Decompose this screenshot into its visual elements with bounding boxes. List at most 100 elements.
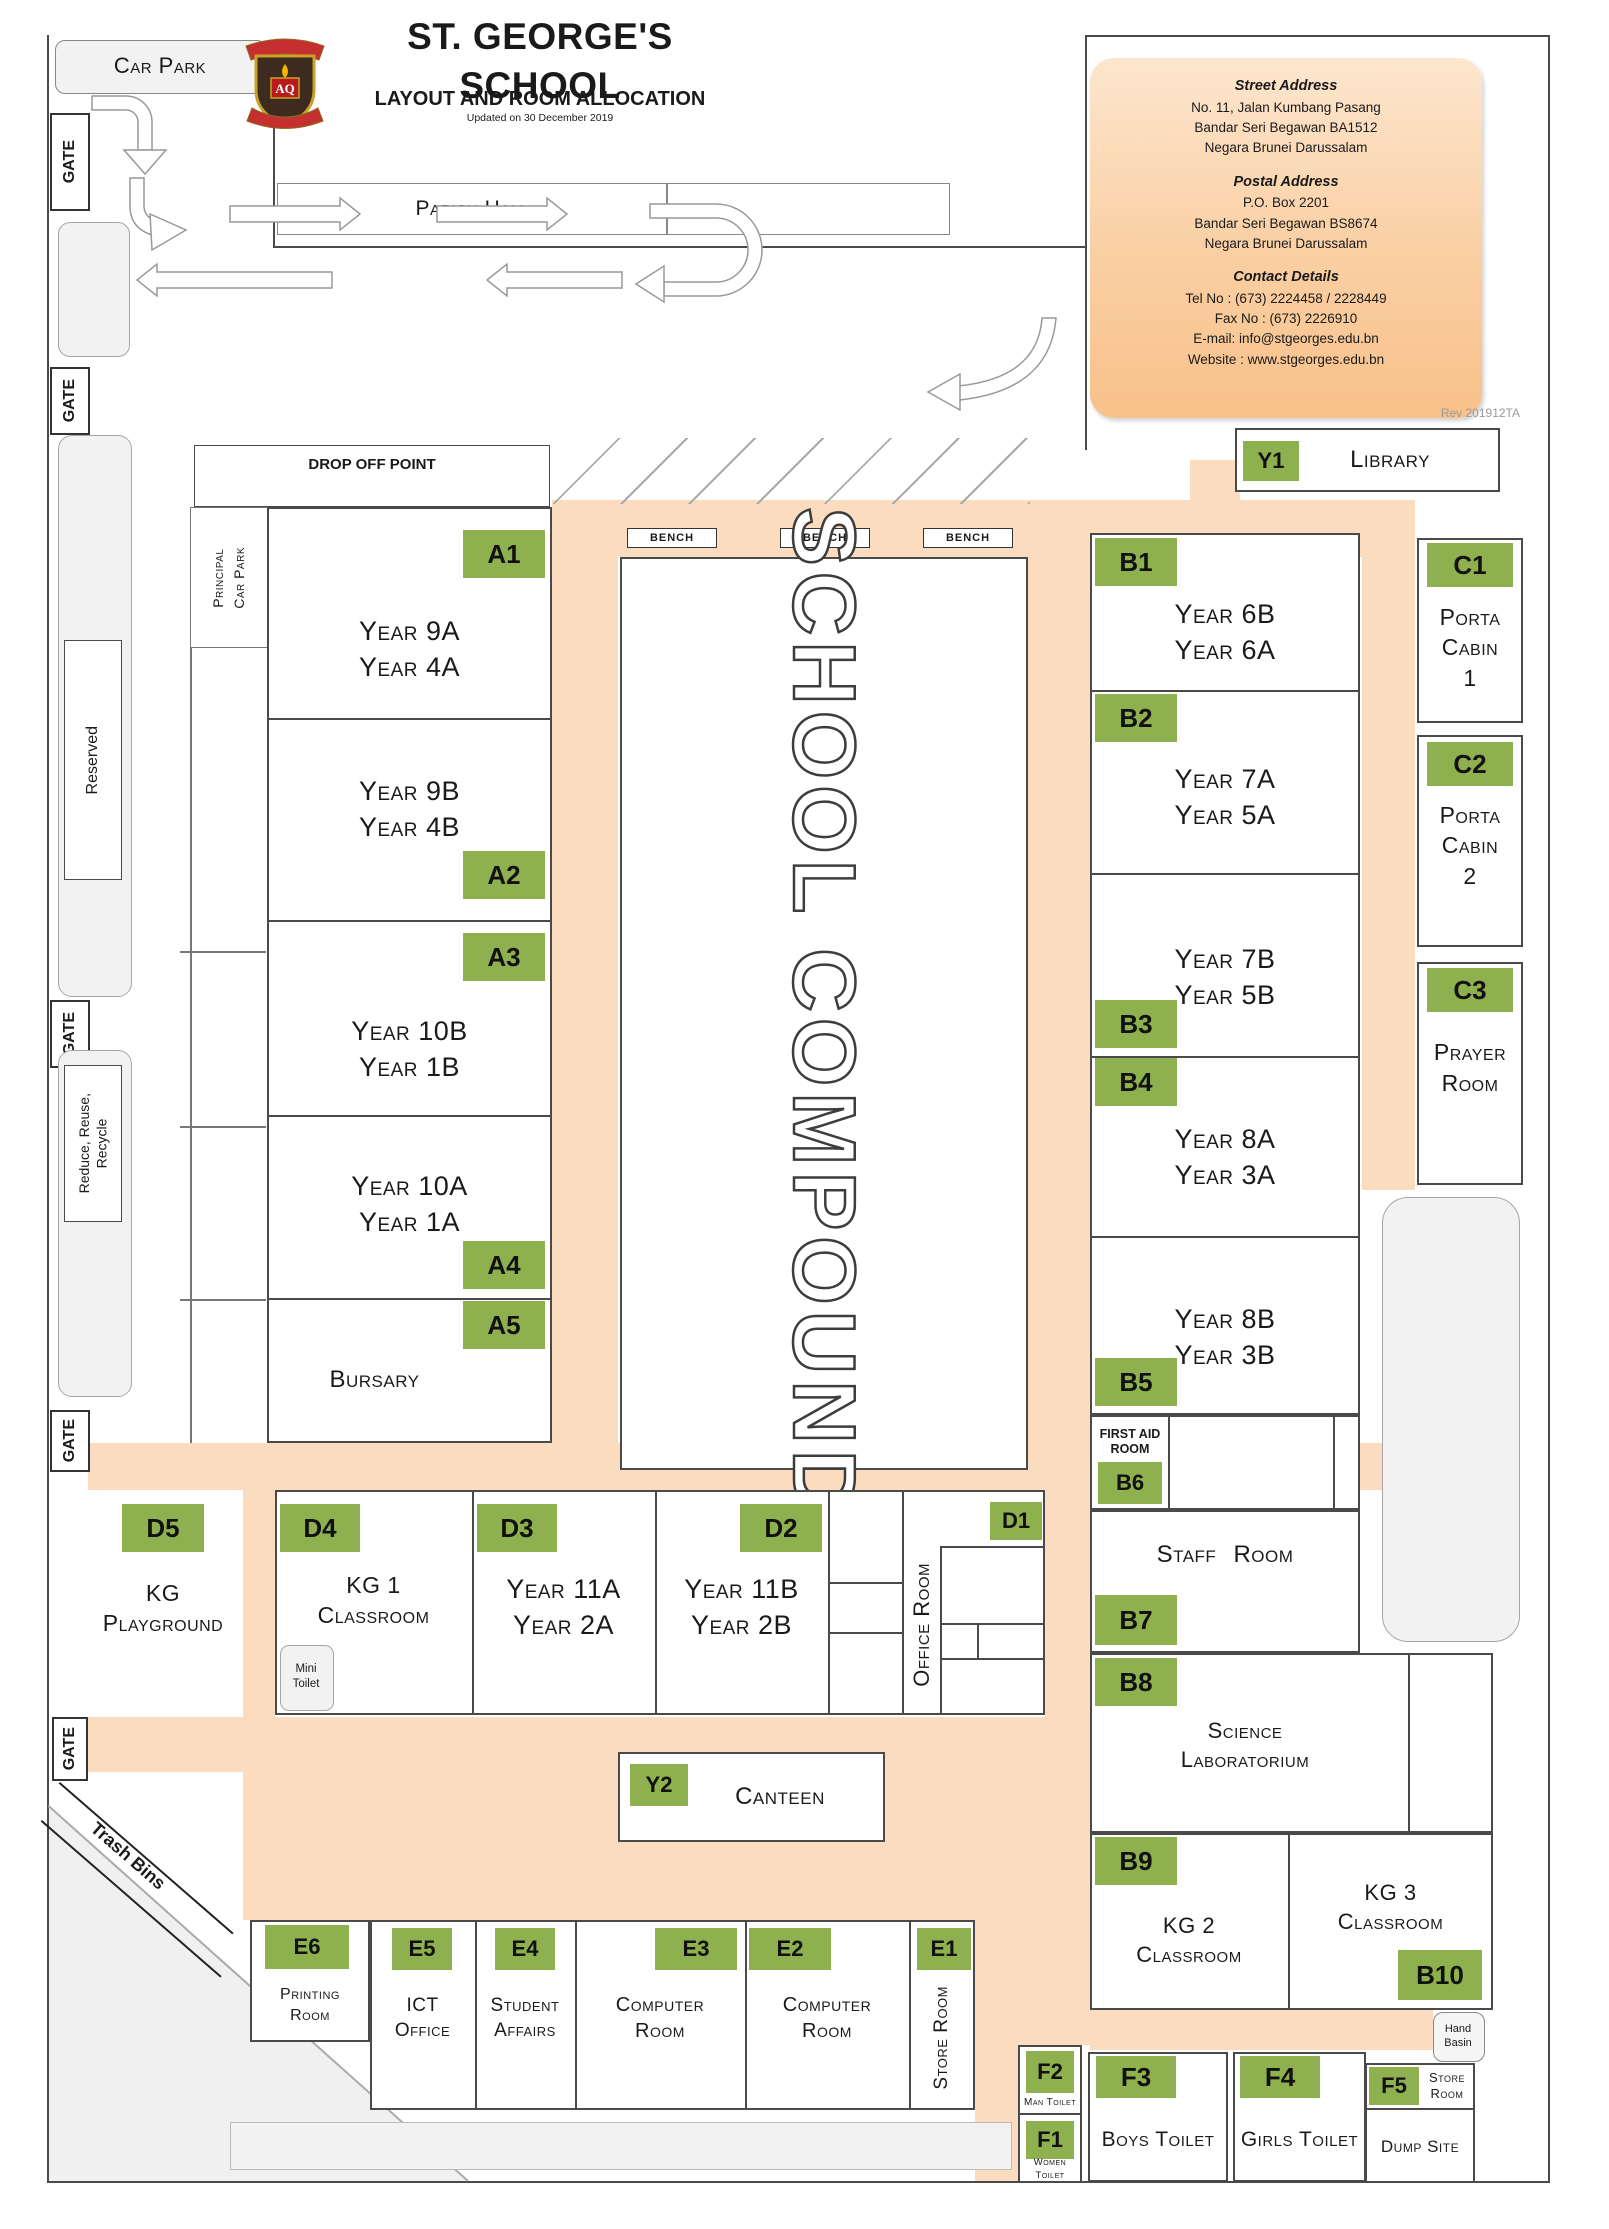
room-f3-code: F3	[1096, 2056, 1176, 2098]
f5-line2: Room	[1430, 2086, 1464, 2101]
divider-d4-d3	[472, 1492, 474, 1713]
mini-toilet	[280, 1645, 334, 1711]
women-toilet-label: Women Toilet	[1033, 2157, 1067, 2181]
science-divider	[1408, 1655, 1410, 1831]
room-b5-line2: Year 3B	[1174, 1339, 1276, 1370]
contact-details-title: Contact Details	[1233, 269, 1339, 285]
recycle-box	[64, 1065, 122, 1222]
room-b2-line1: Year 7A	[1174, 763, 1276, 794]
divider-b4-b5	[1092, 1236, 1358, 1238]
room-b4-code: B4	[1095, 1058, 1177, 1106]
e3-line1: Computer	[615, 1993, 705, 2016]
divider-mid-office	[902, 1492, 904, 1713]
gate-2: GATE	[50, 367, 90, 435]
room-f2-code: F2	[1026, 2051, 1074, 2093]
room-d2-code: D2	[740, 1504, 822, 1552]
room-b3-label: Year 7B Year 5B	[1090, 925, 1360, 1030]
e6-line1: Printing	[280, 1985, 340, 2003]
room-a3-line1: Year 10B	[351, 1016, 468, 1047]
room-b1-line2: Year 6A	[1174, 634, 1276, 665]
first-aid-line2: ROOM	[1110, 1442, 1150, 1456]
street-address-title: Street Address	[1234, 78, 1338, 94]
library-code: Y1	[1243, 441, 1299, 481]
walkway-compound-east	[1028, 557, 1090, 1443]
street-address-line2: Bandar Seri Begawan BA1512	[1194, 120, 1378, 135]
divider-e4-e3	[575, 1922, 577, 2108]
principal-car-park-box	[190, 507, 268, 648]
room-a1-code: A1	[463, 530, 545, 578]
car-park-label: Car Park	[113, 53, 207, 79]
office-inner-h1	[940, 1546, 1045, 1548]
recycle-text: Reduce, Reuse,Recycle	[75, 1093, 110, 1194]
room-b2-line2: Year 5A	[1174, 799, 1276, 830]
room-a2-line1: Year 9B	[358, 776, 461, 807]
room-e5-code: E5	[392, 1928, 452, 1970]
room-f4-code: F4	[1240, 2056, 1320, 2098]
room-b4-line2: Year 3A	[1174, 1159, 1276, 1190]
science-line1: Science	[1207, 1717, 1283, 1743]
walkway-lower-corridor	[83, 1717, 1090, 1772]
parking-tick-3	[180, 1299, 266, 1301]
room-a2-code: A2	[463, 851, 545, 899]
e5-line1: ICT	[406, 1994, 439, 2016]
reserved-label: Reserved	[64, 640, 122, 880]
room-b3-line2: Year 5B	[1174, 979, 1276, 1010]
dump-site-label: Dump Site	[1380, 2136, 1460, 2156]
border-bottom	[47, 2181, 1550, 2183]
e4-line1: Student	[490, 1994, 560, 2016]
d3-line1: Year 11A	[506, 1573, 621, 1604]
bench-2-label: BENCH	[802, 532, 848, 544]
divider-a1-a2	[269, 718, 550, 720]
left-parking-pad	[58, 222, 130, 357]
d3-line2: Year 2A	[512, 1609, 615, 1640]
girls-toilet-label: Girls Toilet	[1240, 2128, 1359, 2152]
room-a3-line2: Year 1B	[358, 1052, 461, 1082]
room-d3-code: D3	[477, 1504, 557, 1552]
title-block-left	[273, 52, 275, 248]
room-c3-code: C3	[1427, 968, 1513, 1012]
room-b3-line1: Year 7B	[1174, 943, 1276, 974]
divider-f2-f1	[1020, 2113, 1080, 2115]
office-room-label: Office Room	[902, 1535, 942, 1715]
divider-b3-b4	[1092, 1056, 1358, 1058]
room-e6-code: E6	[265, 1925, 349, 1969]
d5-line2: Playground	[102, 1610, 224, 1636]
e2-line2: Room	[802, 2020, 852, 2042]
room-a3-code: A3	[463, 933, 545, 981]
school-compound: SCHOOL COMPOUND	[620, 506, 1028, 1521]
room-a1-line2: Year 4A	[358, 652, 461, 682]
contact-email: E-mail: info@stgeorges.edu.bn	[1193, 331, 1379, 347]
gate-4-label: GATE	[61, 1419, 78, 1463]
c2-line3: 2	[1463, 862, 1477, 889]
room-a3-label: Year 10B Year 1B	[267, 985, 552, 1115]
room-d1-code: D1	[990, 1502, 1042, 1540]
c1-line2: Cabin	[1441, 634, 1499, 661]
page-subtitle: LAYOUT AND ROOM ALLOCATION	[330, 86, 750, 112]
kg-divider	[1288, 1835, 1290, 2008]
d4-line2: Classroom	[317, 1602, 430, 1628]
science-line2: Laboratorium	[1180, 1747, 1310, 1772]
boys-toilet-label: Boys Toilet	[1101, 2128, 1215, 2152]
updated-note-text: Updated on 30 December 2019	[466, 112, 614, 125]
first-aid-line1: FIRST AID	[1099, 1427, 1161, 1441]
gate-5-label: GATE	[61, 1727, 78, 1771]
room-f1-code: F1	[1026, 2121, 1074, 2159]
room-b1-code: B1	[1095, 538, 1177, 586]
walkway-left-corridor	[552, 557, 618, 1483]
d2-line2: Year 2B	[690, 1609, 793, 1640]
postal-address-line3: Negara Brunei Darussalam	[1204, 235, 1368, 251]
room-b5-code: B5	[1095, 1358, 1177, 1406]
